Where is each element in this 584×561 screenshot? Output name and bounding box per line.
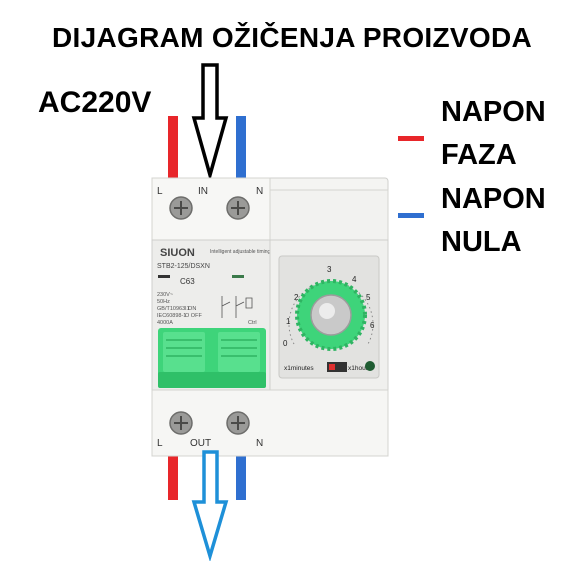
circuit-symbol-icon xyxy=(221,296,253,318)
circuit-breaker-device: L IN N SIUON Intelligent adjustable timi… xyxy=(151,177,389,457)
spec-line-5: 4000A xyxy=(157,320,173,326)
off-label: O OFF xyxy=(185,313,202,319)
ctrl-label: Ctrl xyxy=(248,320,257,326)
output-arrow-icon xyxy=(191,450,229,561)
neutral-legend-swatch xyxy=(398,213,424,218)
neutral-legend-line1: NAPON xyxy=(441,183,546,215)
input-neutral-wire xyxy=(236,116,246,196)
dial-number-4: 4 xyxy=(352,275,357,284)
spec-line-2: 50Hz xyxy=(157,299,170,305)
dial-number-1: 1 xyxy=(286,317,291,326)
input-phase-wire xyxy=(168,116,178,196)
spec-line-3: GB/T10963.1 xyxy=(157,306,190,312)
top-right-terminal-label: N xyxy=(256,186,263,197)
dial-hour-label: x1hour xyxy=(348,365,369,372)
output-phase-wire xyxy=(168,440,178,500)
output-neutral-wire xyxy=(236,440,246,500)
device-subtitle: Intelligent adjustable timing xyxy=(210,249,271,255)
dial-number-3: 3 xyxy=(327,265,332,274)
bottom-center-terminal-label: OUT xyxy=(190,438,211,449)
rating-label: C63 xyxy=(180,277,195,286)
timer-led-indicator xyxy=(365,361,375,371)
diagram-title: DIJAGRAM OŽIČENJA PROIZVODA xyxy=(52,22,532,53)
breaker-handle[interactable] xyxy=(158,328,266,388)
spec-line-1: 230V~ xyxy=(157,292,173,298)
status-indicator xyxy=(158,275,170,278)
dial-number-0: 0 xyxy=(283,339,288,348)
neutral-legend-line2: NULA xyxy=(441,226,522,258)
top-center-terminal-label: IN xyxy=(198,186,208,197)
supply-voltage-label: AC220V xyxy=(38,86,152,119)
brand-logo: SIUON xyxy=(160,247,195,259)
dial-number-2: 2 xyxy=(294,293,299,302)
spec-line-4: IEC60898-1 xyxy=(157,313,186,319)
timer-knob[interactable] xyxy=(295,279,367,351)
input-arrow-icon xyxy=(191,63,229,182)
phase-legend-swatch xyxy=(398,136,424,141)
phase-legend-line1: NAPON xyxy=(441,96,546,128)
bottom-right-terminal-label: N xyxy=(256,438,263,449)
status-indicator-right xyxy=(232,275,244,278)
model-label: STB2-125/DSXN xyxy=(157,263,210,270)
dial-minutes-label: x1minutes xyxy=(284,365,314,372)
phase-legend-line2: FAZA xyxy=(441,139,517,171)
dial-number-5: 5 xyxy=(366,293,371,302)
bottom-left-terminal-label: L xyxy=(157,438,163,449)
range-switch[interactable] xyxy=(327,362,347,372)
on-label: I ON xyxy=(185,306,196,312)
top-left-terminal-label: L xyxy=(157,186,163,197)
